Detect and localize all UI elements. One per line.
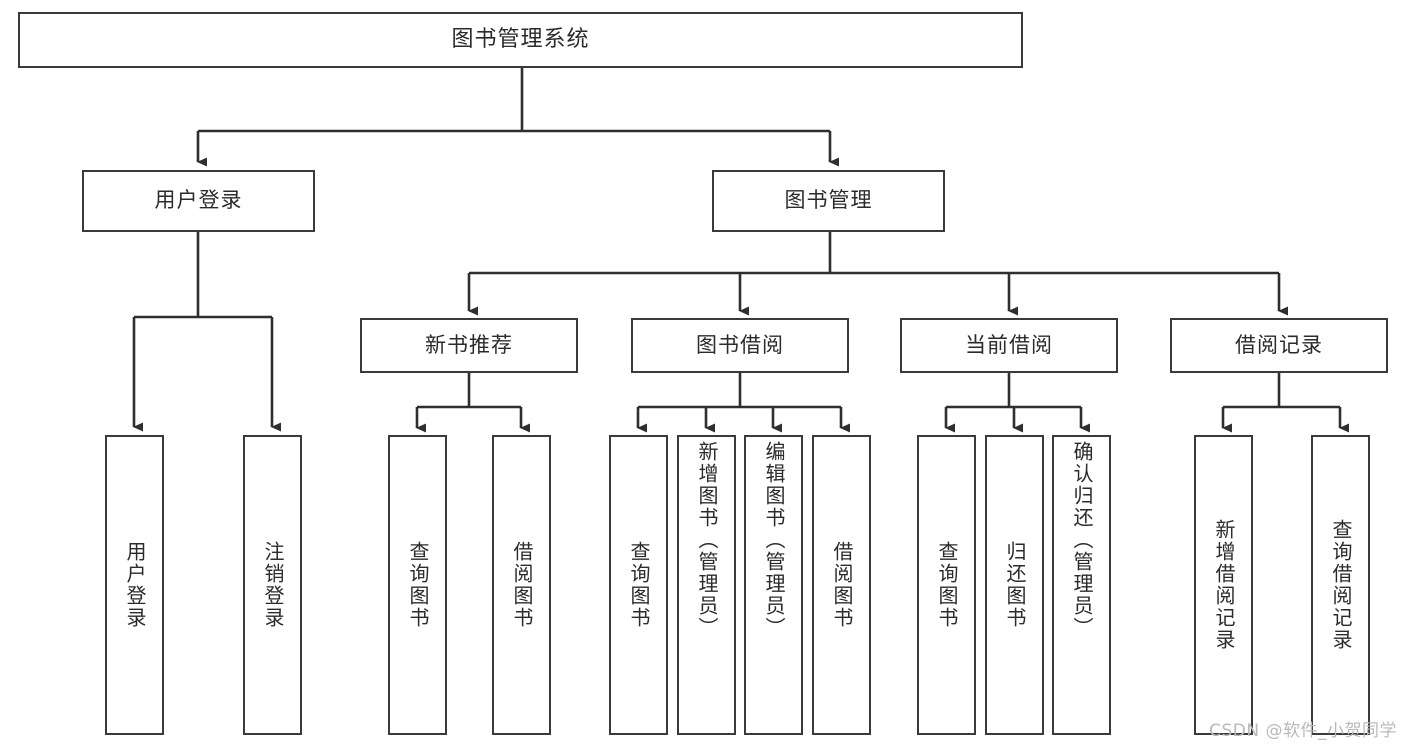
node-borrow-book-2-label: 借阅图书 — [830, 541, 854, 629]
node-book-borrow-label: 图书借阅 — [696, 332, 784, 357]
node-query-book-1-label: 查询图书 — [406, 541, 430, 629]
node-new-book-recommend[interactable]: 新书推荐 — [360, 318, 578, 373]
node-borrow-record-label: 借阅记录 — [1235, 332, 1323, 357]
node-root-label: 图书管理系统 — [451, 26, 590, 52]
node-user-login[interactable]: 用户登录 — [82, 170, 315, 232]
node-new-book-recommend-label: 新书推荐 — [425, 332, 513, 357]
node-current-borrow[interactable]: 当前借阅 — [900, 318, 1118, 373]
node-book-manage[interactable]: 图书管理 — [712, 170, 945, 232]
node-query-book-3[interactable]: 查询图书 — [917, 435, 976, 735]
node-borrow-book-1-label: 借阅图书 — [510, 541, 534, 629]
node-add-book-label: 新增图书（管理员） — [695, 441, 719, 639]
node-login[interactable]: 用户登录 — [105, 435, 164, 735]
node-query-record[interactable]: 查询借阅记录 — [1311, 435, 1370, 735]
node-book-borrow[interactable]: 图书借阅 — [631, 318, 849, 373]
node-confirm-return-label: 确认归还（管理员） — [1070, 441, 1094, 639]
node-book-manage-label: 图书管理 — [784, 188, 873, 213]
node-logout-label: 注销登录 — [261, 541, 285, 629]
node-return-book-label: 归还图书 — [1003, 541, 1027, 629]
node-add-record[interactable]: 新增借阅记录 — [1194, 435, 1253, 735]
node-add-book[interactable]: 新增图书（管理员） — [677, 435, 736, 735]
node-edit-book[interactable]: 编辑图书（管理员） — [744, 435, 803, 735]
node-query-book-2[interactable]: 查询图书 — [609, 435, 668, 735]
node-query-book-2-label: 查询图书 — [627, 541, 651, 629]
node-edit-book-label: 编辑图书（管理员） — [762, 441, 786, 639]
node-return-book[interactable]: 归还图书 — [985, 435, 1044, 735]
node-borrow-record[interactable]: 借阅记录 — [1170, 318, 1388, 373]
node-current-borrow-label: 当前借阅 — [965, 332, 1053, 357]
node-login-label: 用户登录 — [123, 541, 147, 629]
node-query-book-3-label: 查询图书 — [935, 541, 959, 629]
node-borrow-book-1[interactable]: 借阅图书 — [492, 435, 551, 735]
node-query-record-label: 查询借阅记录 — [1329, 519, 1353, 651]
watermark: CSDN @软件_小贺同学 — [1209, 721, 1397, 741]
node-root[interactable]: 图书管理系统 — [18, 12, 1023, 68]
node-add-record-label: 新增借阅记录 — [1212, 519, 1236, 651]
node-user-login-label: 用户登录 — [154, 188, 243, 213]
node-confirm-return[interactable]: 确认归还（管理员） — [1052, 435, 1111, 735]
node-borrow-book-2[interactable]: 借阅图书 — [812, 435, 871, 735]
node-logout[interactable]: 注销登录 — [243, 435, 302, 735]
node-query-book-1[interactable]: 查询图书 — [388, 435, 447, 735]
